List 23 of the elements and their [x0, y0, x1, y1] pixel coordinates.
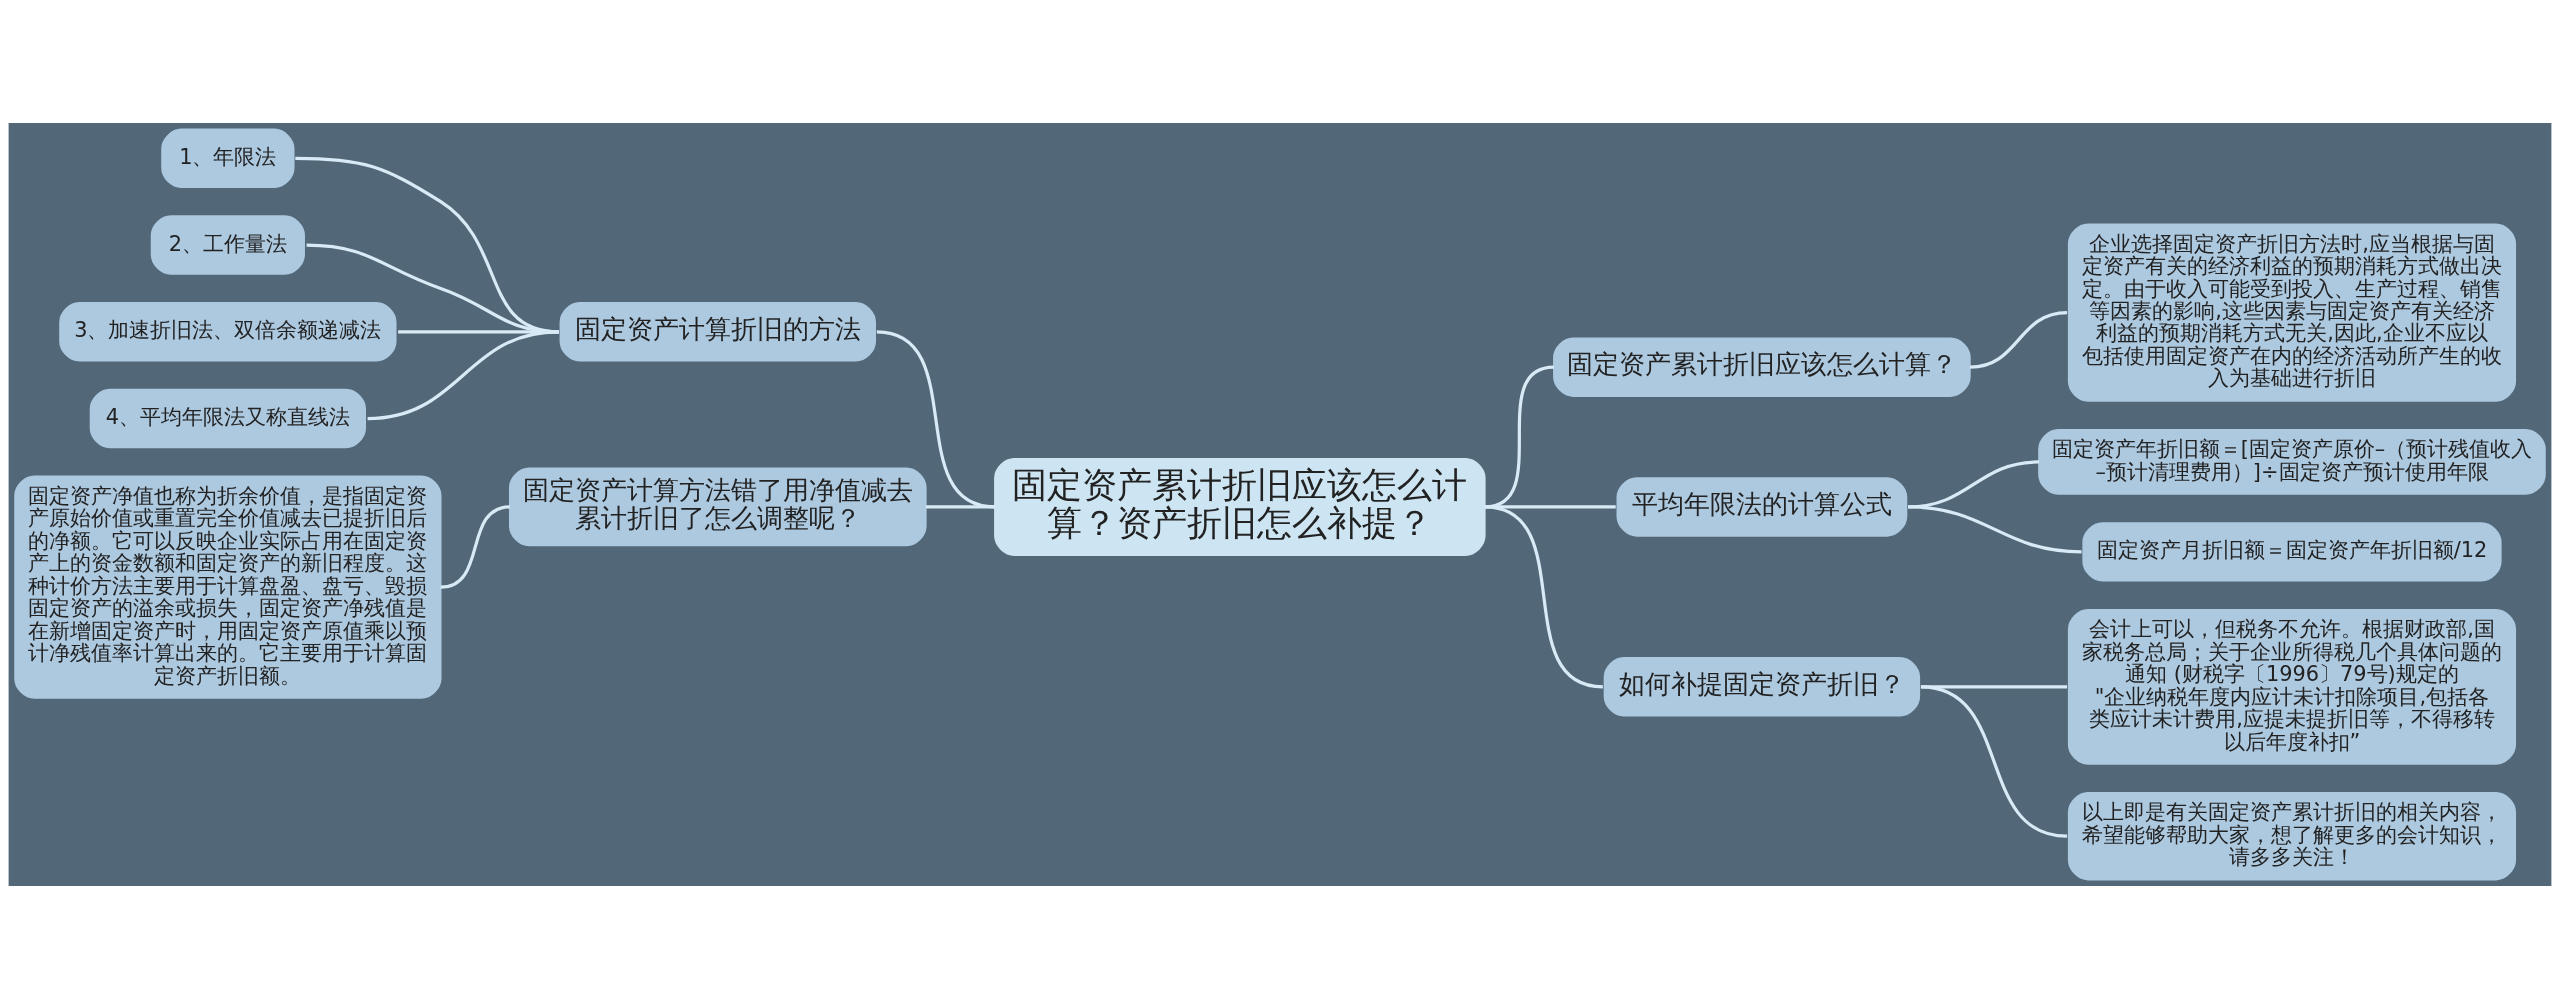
- node-box: 会计上可以，但税务不允许。根据财政部,国家税务总局；关于企业所得税几个具体问题的通知 (财税字〔1996〕79号)规定的"企业纳税年度内应计未计扣除项目,包括各类应计未计费用,应提未提折旧等，不得移转以后年度补扣”: [2067, 608, 2517, 765]
- node-box: 以上即是有关固定资产累计折旧的相关内容，希望能够帮助大家，想了解更多的会计知识，请多多关注！: [2067, 791, 2517, 880]
- node-box: 固定资产月折旧额＝固定资产年折旧额/12: [2082, 521, 2502, 582]
- node-box: 固定资产年折旧额＝[固定资产原价–（预计残值收入–预计清理费用）]÷固定资产预计使用年限: [2038, 428, 2546, 495]
- node-box: 如何补提固定资产折旧？: [1603, 656, 1921, 717]
- node-box: 平均年限法的计算公式: [1616, 476, 1908, 537]
- connector: [925, 504, 995, 508]
- node-box: 1、年限法: [161, 128, 295, 188]
- node-box: 2、工作量法: [150, 214, 305, 275]
- connector: [1920, 684, 2068, 838]
- node-box: 固定资产净值也称为折余价值，是指固定资产原始价值或重置完全价值减去已提折旧后的净额。它可以反映企业实际占用在固定资产上的资金数额和固定资产的新旧程度。这种计价方法主要用于计算盘盈、盘亏、毁损固定资产的溢余或损失，固定资产净残值是在新增固定资产时，用固定资产原值乘以预计净残值率计算出来的。它主要用于计算固定资产折旧额。: [14, 475, 442, 699]
- node-box: 4、平均年限法又称直线法: [89, 388, 366, 448]
- connector: [1969, 310, 2068, 369]
- node-box: 企业选择固定资产折旧方法时,应当根据与固定资产有关的经济利益的预期消耗方式做出决定。由于收入可能受到投入、生产过程、销售等因素的影响,这些因素与固定资产有关经济利益的预期消耗方式无关,因此,企业不应以包括使用固定资产在内的经济活动所产生的收入为基础进行折旧: [2067, 222, 2517, 402]
- connector: [1908, 504, 2082, 553]
- node-box: 固定资产累计折旧应该怎么计算？: [1553, 336, 1971, 397]
- node-box: 固定资产累计折旧应该怎么计算？资产折旧怎么补提？: [994, 457, 1486, 556]
- connector: [440, 504, 510, 589]
- connector: [367, 329, 559, 420]
- node-box: 固定资产计算方法错了用净值减去累计折旧了怎么调整呢？: [508, 467, 927, 546]
- connector: [876, 329, 996, 508]
- node-box: 3、加速折旧法、双倍余额递减法: [59, 301, 397, 362]
- node-box: 固定资产计算折旧的方法: [559, 301, 876, 362]
